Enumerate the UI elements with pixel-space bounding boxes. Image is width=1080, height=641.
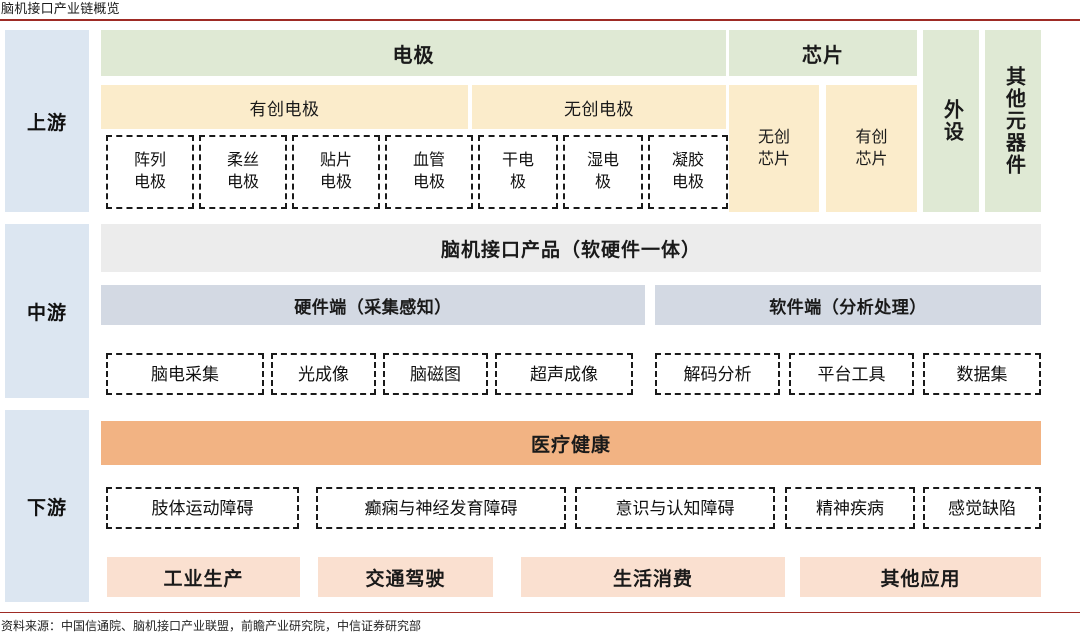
midstream-item-eeg-acquisition[interactable]: 脑电采集 [106,353,264,395]
midstream-product-header: 脑机接口产品（软硬件一体） [101,224,1041,272]
midstream-item-decoding-analysis[interactable]: 解码分析 [655,353,780,395]
electrode-item-array[interactable]: 阵列电极 [106,135,194,209]
electrode-item-wet-label: 湿电极 [586,152,619,191]
stage-label-midstream: 中游 [5,224,89,398]
upstream-electrode-header: 电极 [101,30,726,76]
downstream-item-epilepsy-neurodev-disorder[interactable]: 癫痫与神经发育障碍 [316,487,566,529]
midstream-item-ultrasound-imaging[interactable]: 超声成像 [495,353,633,395]
electrode-item-dry-label: 干电极 [501,152,534,191]
electrode-item-wet[interactable]: 湿电极 [563,135,643,209]
downstream-item-mental-illness[interactable]: 精神疾病 [785,487,915,529]
stage-label-downstream: 下游 [5,410,89,602]
midstream-item-optical-imaging[interactable]: 光成像 [271,353,376,395]
electrode-item-array-label: 阵列电极 [133,152,166,191]
chip-item-noninvasive-label: 无创芯片 [757,128,790,168]
electrode-item-flexible-wire-label: 柔丝电极 [226,152,259,191]
downstream-medical-header: 医疗健康 [101,421,1041,465]
upstream-peripheral-label: 外设 [940,99,963,143]
downstream-item-limb-motor-disorder[interactable]: 肢体运动障碍 [106,487,299,529]
midstream-software-band: 软件端（分析处理） [655,285,1041,325]
downstream-app-transport-driving[interactable]: 交通驾驶 [318,557,493,597]
electrode-item-gel[interactable]: 凝胶电极 [648,135,728,209]
electrode-item-gel-label: 凝胶电极 [671,152,704,191]
downstream-app-industrial-production[interactable]: 工业生产 [107,557,300,597]
chip-item-invasive-label: 有创芯片 [855,128,888,168]
midstream-item-datasets[interactable]: 数据集 [923,353,1041,395]
electrode-item-patch-label: 贴片电极 [319,152,352,191]
electrode-item-vascular-label: 血管电极 [412,152,445,191]
chip-item-invasive[interactable]: 有创芯片 [826,85,917,212]
electrode-group-invasive-header: 有创电极 [101,85,468,129]
downstream-app-daily-consumption[interactable]: 生活消费 [521,557,785,597]
chip-item-noninvasive[interactable]: 无创芯片 [729,85,819,212]
page-title: 脑机接口产业链概览 [1,1,120,16]
title-area: 脑机接口产业链概览 [0,0,1080,22]
source-divider [0,612,1080,614]
midstream-hardware-band: 硬件端（采集感知） [101,285,645,325]
midstream-item-meg[interactable]: 脑磁图 [383,353,488,395]
downstream-app-other-applications[interactable]: 其他应用 [800,557,1041,597]
upstream-other-components-box: 其他元器件 [985,30,1041,212]
electrode-item-patch[interactable]: 贴片电极 [292,135,380,209]
downstream-item-consciousness-cognitive-disorder[interactable]: 意识与认知障碍 [575,487,775,529]
electrode-item-flexible-wire[interactable]: 柔丝电极 [199,135,287,209]
electrode-group-noninvasive-header: 无创电极 [472,85,726,129]
source-note: 资料来源：中国信通院、脑机接口产业联盟，前瞻产业研究院，中信证券研究部 [1,619,422,633]
midstream-item-platform-tools[interactable]: 平台工具 [789,353,914,395]
upstream-chip-header: 芯片 [729,30,917,76]
electrode-item-dry[interactable]: 干电极 [478,135,558,209]
stage-label-upstream: 上游 [5,30,89,212]
electrode-item-vascular[interactable]: 血管电极 [385,135,473,209]
downstream-item-sensory-deficit[interactable]: 感觉缺陷 [923,487,1041,529]
upstream-peripheral-box: 外设 [923,30,979,212]
upstream-other-components-label: 其他元器件 [1002,66,1025,176]
title-divider [0,19,1080,21]
